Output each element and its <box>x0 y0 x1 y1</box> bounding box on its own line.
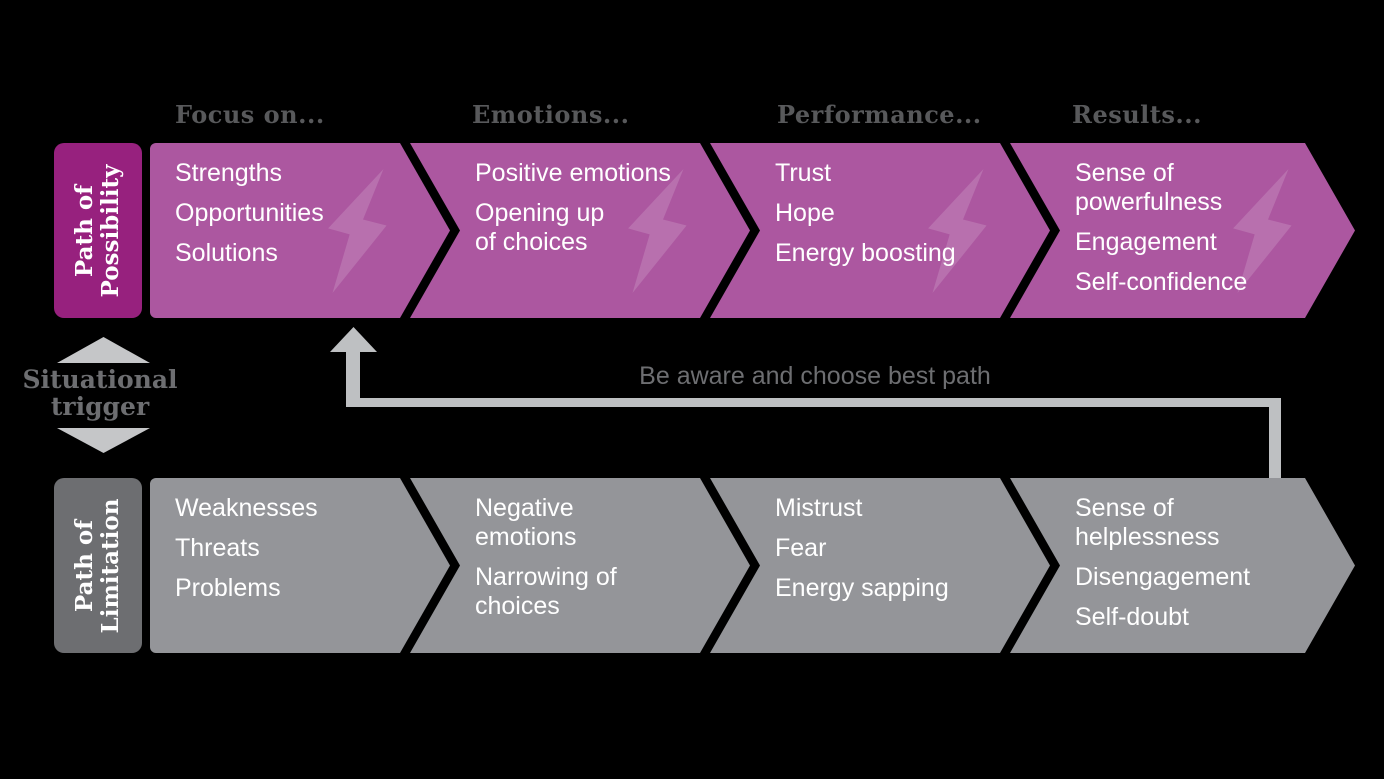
column-header-performance: Performance... <box>777 100 982 129</box>
column-header-results: Results... <box>1072 100 1202 129</box>
path-of-limitation-label: Path of Limitation <box>71 498 124 633</box>
list-item: Positive emotions <box>475 159 671 187</box>
list-item: Solutions <box>175 239 278 267</box>
list-item: Hope <box>775 199 835 227</box>
arrow-shaft <box>346 350 360 402</box>
lightning-bolt-icon <box>615 164 701 298</box>
list-item: Strengths <box>175 159 283 187</box>
list-item: Weaknesses <box>175 494 318 522</box>
up-triangle-icon <box>57 337 150 363</box>
list-item: Trust <box>775 159 832 187</box>
list-item: Negative emotions <box>475 494 577 551</box>
list-item: Disengagement <box>1075 563 1251 591</box>
lightning-bolt-icon <box>1220 164 1306 298</box>
lightning-bolt-icon <box>915 164 1001 298</box>
path-of-limitation-label-box: Path of Limitation <box>54 478 142 653</box>
feedback-loop-label: Be aware and choose best path <box>639 362 991 390</box>
situational-trigger-label: Situational trigger <box>22 365 178 421</box>
list-item: Self-doubt <box>1075 603 1189 631</box>
list-item: Sense of powerfulness <box>1075 159 1223 216</box>
list-item: Opening up of choices <box>475 199 605 256</box>
list-item: Energy sapping <box>775 574 949 602</box>
list-item: Problems <box>175 574 281 602</box>
list-item: Mistrust <box>775 494 863 522</box>
list-item: Engagement <box>1075 228 1217 256</box>
down-triangle-icon <box>57 428 150 453</box>
list-item: Threats <box>175 534 260 562</box>
up-arrow-icon <box>330 327 377 352</box>
arrow-vertical-bar <box>1269 398 1281 478</box>
list-item: Self-confidence <box>1075 268 1248 296</box>
arrow-horizontal-bar <box>346 398 1281 407</box>
path-of-possibility-label: Path of Possibility <box>71 164 124 297</box>
column-header-emotions: Emotions... <box>472 100 630 129</box>
path-of-possibility-label-box: Path of Possibility <box>54 143 142 318</box>
list-item: Opportunities <box>175 199 324 227</box>
list-item: Energy boosting <box>775 239 956 267</box>
list-item: Fear <box>775 534 827 562</box>
column-header-focus: Focus on... <box>175 100 325 129</box>
list-item: Sense of helplessness <box>1075 494 1220 551</box>
lightning-bolt-icon <box>315 164 401 298</box>
list-item: Narrowing of choices <box>475 563 617 620</box>
